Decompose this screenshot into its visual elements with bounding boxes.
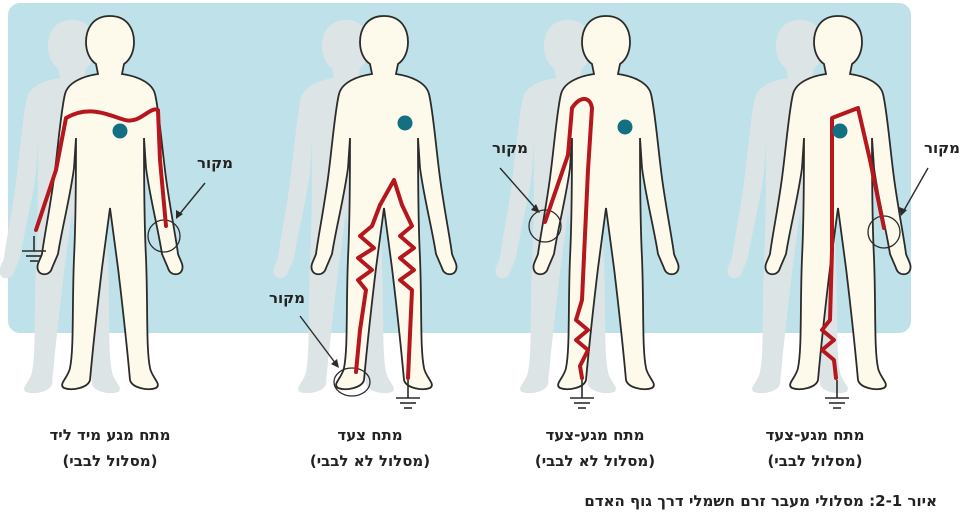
figure-subtitle-1: (מסלול לבבי) bbox=[5, 448, 215, 474]
heart-marker-1 bbox=[113, 124, 128, 139]
figure-title-1: מתח מגע מיד ליד bbox=[5, 422, 215, 448]
figure-title-3: מתח מגע-צעד bbox=[490, 422, 700, 448]
source-label-3: מקור bbox=[492, 139, 528, 157]
arrowhead-2 bbox=[331, 359, 339, 368]
figure-label-1: מתח מגע מיד ליד (מסלול לבבי) bbox=[5, 422, 215, 474]
figure-label-4: מתח מגע-צעד (מסלול לבבי) bbox=[710, 422, 920, 474]
figure-subtitle-3: (מסלול לא לבבי) bbox=[490, 448, 700, 474]
source-label-4: מקור bbox=[924, 139, 960, 157]
heart-marker-4 bbox=[833, 124, 848, 139]
heart-marker-2 bbox=[398, 116, 413, 131]
figure-subtitle-4: (מסלול לבבי) bbox=[710, 448, 920, 474]
figure-caption: איור 2-1: מסלולי מעבר זרם חשמלי דרך גוף … bbox=[584, 492, 937, 510]
figure-subtitle-2: (מסלול לא לבבי) bbox=[265, 448, 475, 474]
figure-label-3: מתח מגע-צעד (מסלול לא לבבי) bbox=[490, 422, 700, 474]
figure-title-4: מתח מגע-צעד bbox=[710, 422, 920, 448]
figure-label-2: מתח צעד (מסלול לא לבבי) bbox=[265, 422, 475, 474]
source-label-1: מקור bbox=[197, 154, 233, 172]
source-label-2: מקור bbox=[269, 289, 305, 307]
figure-title-2: מתח צעד bbox=[265, 422, 475, 448]
heart-marker-3 bbox=[618, 120, 633, 135]
